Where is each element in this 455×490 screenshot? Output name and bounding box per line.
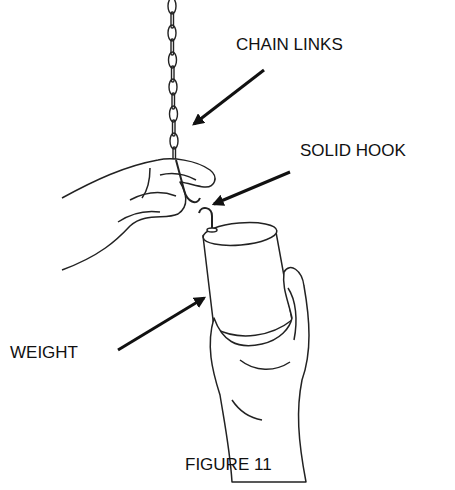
finger-line xyxy=(118,211,160,222)
solid-hook-shape xyxy=(199,208,212,229)
part-label: SOLID HOOK xyxy=(300,142,406,161)
finger-line xyxy=(160,174,196,180)
glove-outline xyxy=(210,268,309,482)
weight-cap xyxy=(207,228,217,232)
finger-line xyxy=(142,168,150,198)
finger-line xyxy=(130,193,176,200)
chain xyxy=(168,0,178,161)
leader-arrows xyxy=(118,70,290,350)
figure-caption: FIGURE 11 xyxy=(185,456,272,475)
holding-hand xyxy=(62,159,215,270)
glove-fold xyxy=(288,288,296,340)
hand-outline xyxy=(62,159,215,270)
leader-arrow xyxy=(118,298,204,350)
weight-top xyxy=(202,220,278,248)
leader-arrow xyxy=(214,172,290,204)
glove-fold xyxy=(240,360,290,369)
weight xyxy=(202,220,292,336)
glove-fold xyxy=(232,400,262,420)
chain-hook xyxy=(176,160,200,202)
solid-hook xyxy=(199,208,212,229)
leader-arrow xyxy=(194,70,264,124)
weight-body xyxy=(203,232,292,336)
part-label: WEIGHT xyxy=(10,344,78,363)
part-label: CHAIN LINKS xyxy=(236,36,343,55)
gloved-hand xyxy=(210,268,309,482)
chain-hook-shape xyxy=(176,160,200,202)
